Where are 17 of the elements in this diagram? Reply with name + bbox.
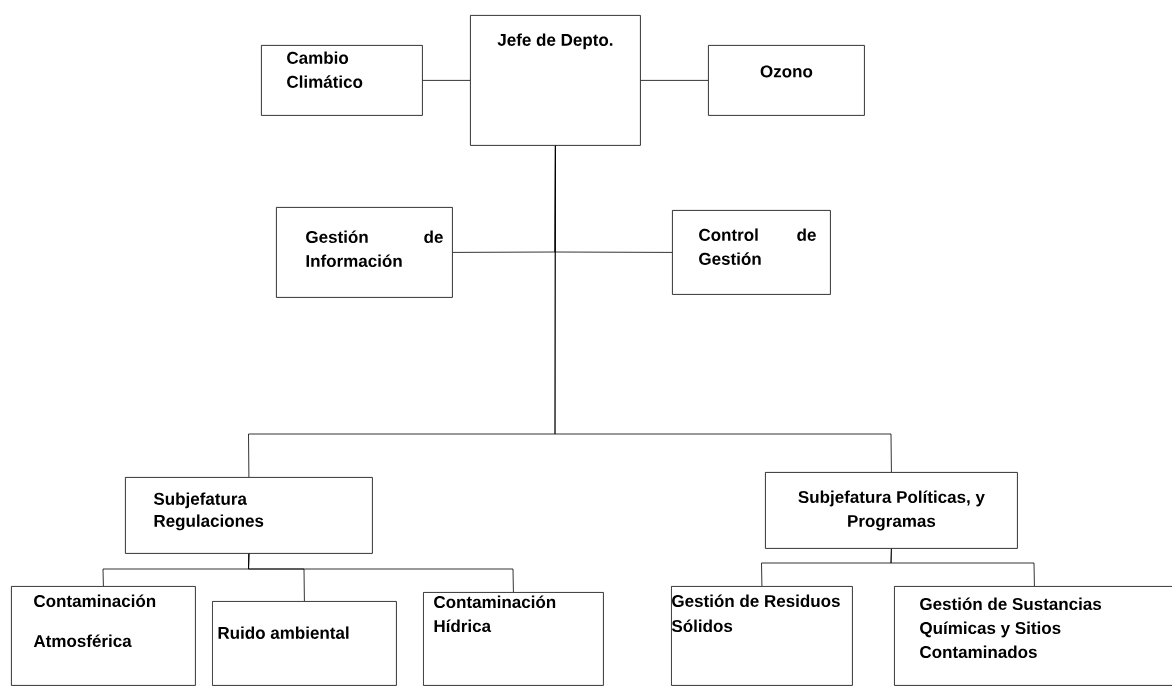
org-box: Contaminación Hídrica: [423, 592, 604, 686]
connector-line: [248, 553, 514, 593]
org-box: Gestión de Sustancias Químicas y Sitios Contaminados: [894, 586, 1172, 686]
org-box: Ruido ambiental: [212, 601, 397, 686]
org-box: Contaminación Atmosférica: [11, 586, 196, 686]
connector-line: [554, 145, 892, 473]
org-box: Cambio Climático: [261, 45, 423, 116]
org-box: Gestión de Residuos Sólidos: [671, 586, 853, 686]
connector-line: [422, 80, 471, 81]
org-box: Subjefatura Regulaciones: [125, 477, 373, 554]
org-box: Gestión de Información: [276, 207, 453, 298]
connector-line: [890, 548, 1035, 587]
org-box: Ozono: [708, 45, 865, 116]
org-box: Jefe de Depto.: [470, 15, 641, 146]
org-box: Subjefatura Políticas, y Programas: [765, 472, 1018, 549]
connector-line: [640, 80, 709, 81]
org-box: Control de Gestión: [672, 210, 831, 295]
